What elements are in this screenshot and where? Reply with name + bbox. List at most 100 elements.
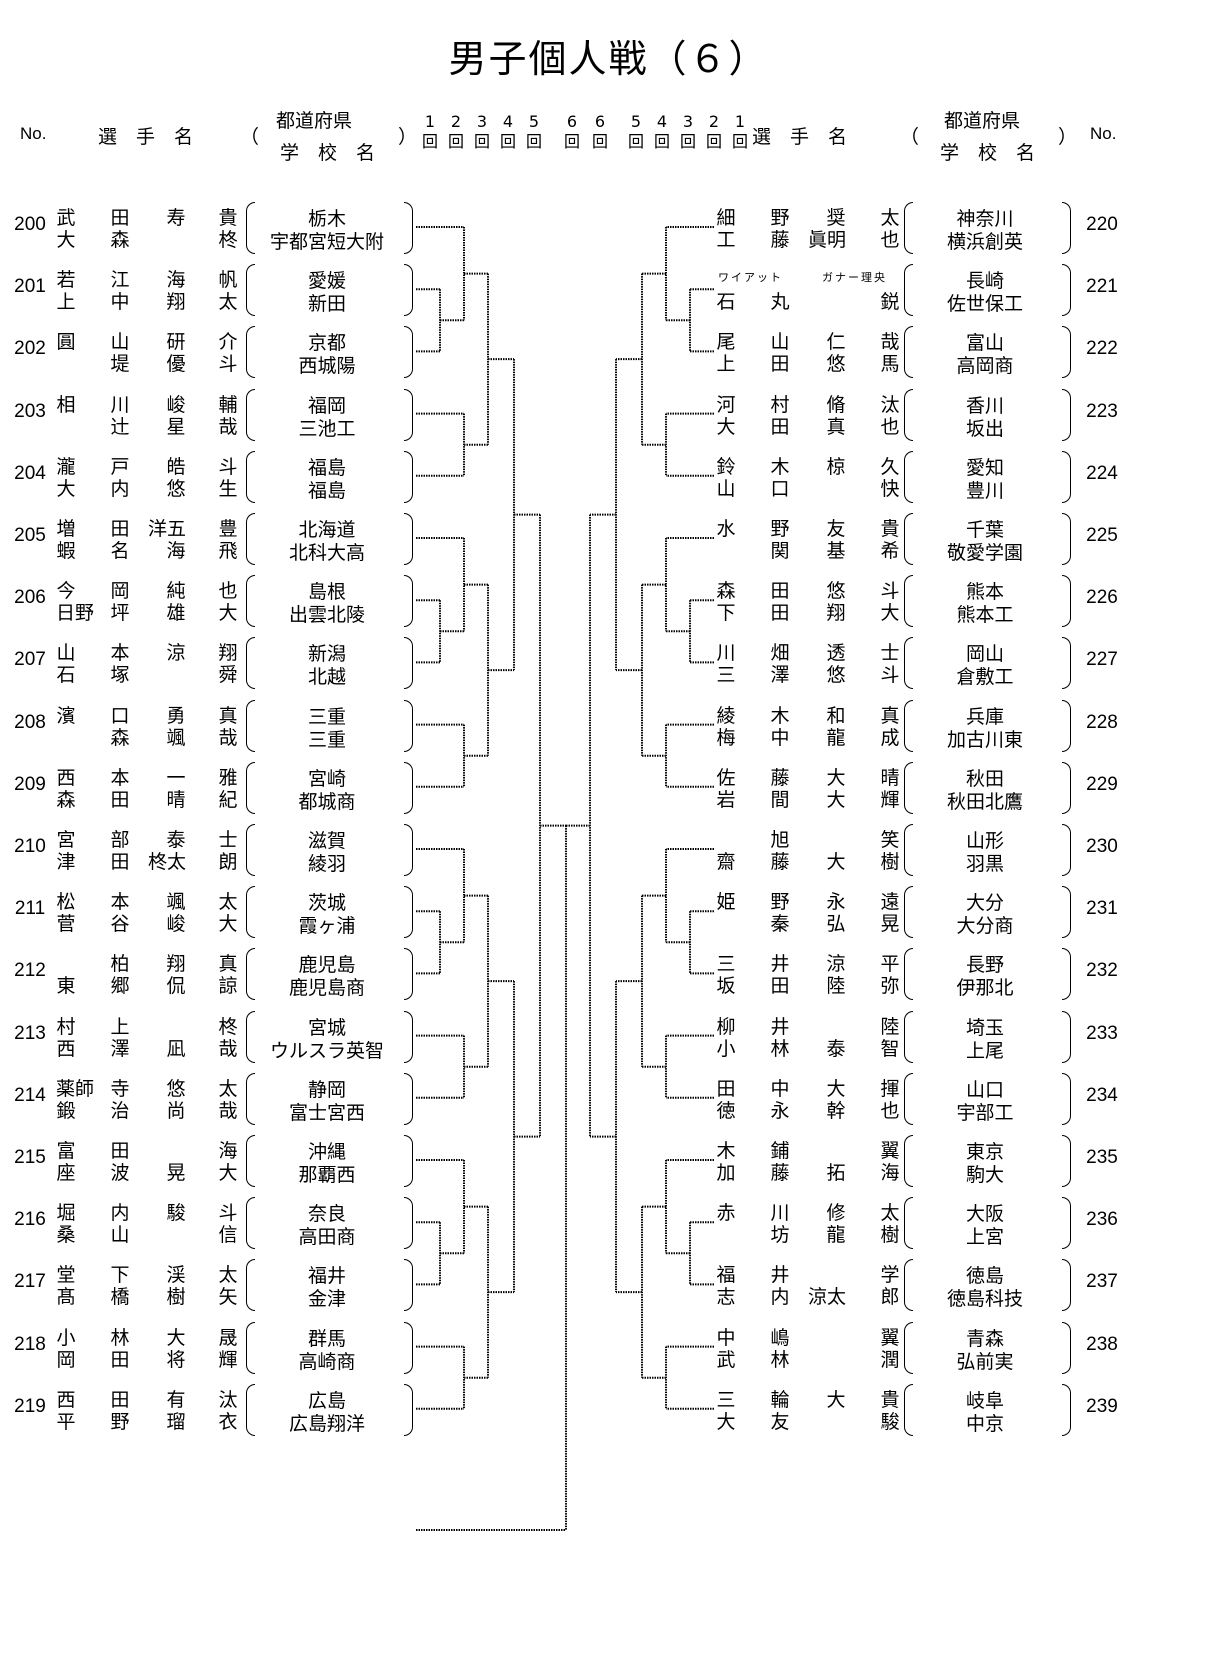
school-name: 高田商 (298, 1226, 356, 1249)
school-name: 大分商 (956, 915, 1014, 938)
prefecture: 千葉 (965, 519, 1004, 541)
player-name: 志内涼太郎 (716, 1286, 900, 1309)
prefecture: 岡山 (965, 643, 1004, 666)
entry-number: 220 (1086, 214, 1118, 235)
player-name: 関基希 (770, 540, 900, 562)
school-name: ウルスラ英智 (269, 1039, 384, 1062)
player-name: 村上柊 (56, 1015, 238, 1038)
prefecture: 宮城 (307, 1016, 346, 1039)
entry-number: 222 (1086, 338, 1118, 360)
school-name: 伊那北 (956, 977, 1014, 1000)
school-name: 坂出 (965, 417, 1004, 440)
entry-number: 232 (1086, 960, 1118, 982)
brace-open (246, 1010, 255, 1063)
prefecture: 北海道 (298, 519, 356, 541)
school-name: 北科大高 (288, 542, 365, 564)
player-name: 綾木和真 (716, 704, 900, 727)
prefecture: 奈良 (307, 1203, 346, 1226)
prefecture: 神奈川 (956, 208, 1014, 230)
prefecture: 新潟 (307, 643, 346, 666)
prefecture: 山口 (965, 1078, 1004, 1101)
prefecture: 広島 (307, 1389, 346, 1412)
player-name: 宮部泰士 (56, 829, 238, 851)
player-name: 菅谷峻大 (56, 913, 238, 936)
player-name: 福井学 (716, 1264, 900, 1287)
school-name: 広島翔洋 (288, 1412, 365, 1435)
entry-number: 210 (14, 836, 46, 857)
prefecture: 大分 (965, 892, 1004, 915)
player-name: 堂下渓太 (56, 1264, 238, 1287)
player-name: 齋藤大樹 (716, 851, 900, 873)
brace-open (904, 699, 913, 752)
entry-number: 238 (1086, 1333, 1118, 1355)
player-name: 徳永幹也 (716, 1099, 900, 1122)
prefecture: 滋賀 (307, 830, 346, 852)
prefecture: 福井 (307, 1265, 346, 1288)
entry-number: 219 (14, 1395, 46, 1417)
player-name: 鍛治尚哉 (56, 1099, 238, 1122)
player-name: 下田翔大 (716, 602, 900, 625)
player-name: 桑山信 (56, 1224, 238, 1247)
prefecture: 栃木 (307, 208, 346, 230)
player-name: 大友駿 (716, 1410, 900, 1433)
player-name: 森田晴紀 (56, 788, 238, 811)
player-name: 相川峻輔 (56, 393, 238, 416)
school-name: 鹿児島商 (288, 977, 365, 1000)
school-name: 都城商 (298, 790, 356, 813)
prefecture: 宮崎 (307, 767, 346, 790)
brace-open (904, 388, 913, 441)
entry-number: 200 (14, 214, 46, 235)
player-name: 上中翔太 (56, 291, 238, 314)
prefecture: 島根 (307, 581, 346, 604)
entry-number: 201 (14, 276, 46, 298)
school-name: 西城陽 (298, 355, 356, 378)
player-name: 西田有汰 (56, 1388, 238, 1411)
header-player-name-left: 選 手 名 (98, 126, 194, 148)
school-name: 佐世保工 (946, 293, 1023, 316)
school-name: 綾羽 (307, 853, 346, 875)
player-name: 川畑透士 (716, 642, 900, 665)
player-name: 加藤拓海 (716, 1162, 900, 1184)
school-name: 熊本工 (956, 604, 1014, 627)
prefecture: 茨城 (307, 892, 346, 915)
entry-number: 203 (14, 400, 46, 422)
player-name: 森颯哉 (110, 726, 238, 749)
player-name: 辻星哉 (110, 415, 238, 438)
player-name: 津田柊太朗 (56, 851, 238, 873)
player-name: 大田真也 (716, 415, 900, 438)
brace-open (246, 388, 255, 441)
player-name: 平野瑠衣 (56, 1410, 238, 1433)
entry-number: 204 (14, 462, 46, 484)
header-pref-right: 都道府県 (944, 110, 1021, 132)
entry-number: 230 (1086, 836, 1118, 857)
school-name: 宇都宮短大附 (269, 231, 384, 253)
header-no-left: No. (20, 124, 47, 143)
entry-number: 234 (1086, 1084, 1118, 1106)
brace-open (246, 1321, 255, 1374)
prefecture: 京都 (307, 332, 346, 355)
prefecture: 鹿児島 (298, 954, 356, 977)
player-name: 河村脩汰 (716, 393, 900, 416)
prefecture: 香川 (965, 394, 1004, 417)
player-name: 日野坪雄大 (56, 602, 238, 625)
school-name: 上尾 (965, 1039, 1004, 1062)
player-name: 今岡純也 (56, 580, 238, 603)
prefecture: 大阪 (965, 1203, 1004, 1226)
player-name: 小林泰智 (716, 1037, 900, 1060)
entry-number: 216 (14, 1209, 46, 1231)
prefecture: 三重 (307, 705, 346, 728)
entry-number: 208 (14, 711, 46, 733)
player-name: 石丸鋭 (716, 291, 900, 314)
player-name: 上田悠馬 (716, 353, 900, 376)
prefecture: 富山 (965, 332, 1004, 355)
header-paren-close-left: ） (398, 126, 418, 148)
brace-open (904, 1321, 913, 1374)
player-name: 増田洋五豊 (56, 518, 238, 540)
page-title: 男子個人戦（６） (448, 37, 769, 81)
